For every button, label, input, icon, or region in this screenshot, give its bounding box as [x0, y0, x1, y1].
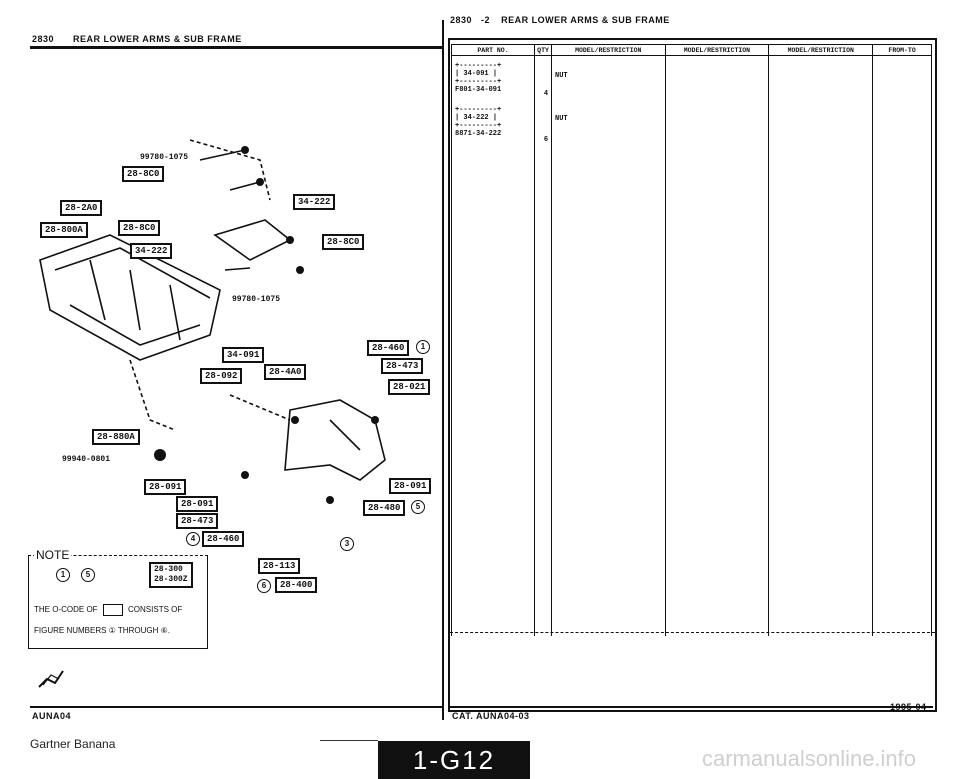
qty: 6 [543, 136, 549, 144]
col-from-to: FROM-TO [872, 44, 932, 56]
diagram-label: 99940-0801 [62, 455, 111, 464]
part-ref-box: 28-4A0 [264, 364, 307, 380]
table-header-row: PART NO. QTY MODEL/RESTRICTION MODEL/RES… [450, 44, 932, 56]
right-header-sheet: -2 [481, 15, 491, 25]
col-model-3: MODEL/RESTRICTION [768, 44, 874, 56]
watermark: carmanualsonline.info [702, 746, 917, 771]
part-ref-box: 28-460 [367, 340, 410, 356]
note-box: NOTE 1 5 28-300 28-300Z THE O-CODE OF CO… [28, 548, 208, 649]
col-qty: QTY [534, 44, 553, 56]
note-mini-box [102, 604, 123, 616]
ref-code: 34-091 [463, 70, 489, 78]
left-header-code: 2830 [32, 34, 55, 44]
issue-date: 1995-04 [890, 702, 927, 712]
part-ref-box: 34-091 [222, 347, 265, 363]
right-header-code: 2830 [450, 15, 473, 25]
col-part-no: PART NO. [450, 44, 536, 56]
footer-rule-left [30, 706, 442, 708]
part-ref-box: 34-222 [293, 194, 336, 210]
note-text-line1: THE O-CODE OF CONSISTS OF [34, 604, 182, 616]
diagram-label: 99780-1075 [140, 153, 189, 162]
circled-number: 1 [416, 340, 430, 354]
pencil-mark-icon [38, 670, 64, 688]
exploded-diagram [39, 139, 386, 504]
footer-rule-right [448, 706, 933, 708]
description: NUT [555, 72, 568, 80]
part-ref-box: 28-480 [363, 500, 406, 516]
table-row: +---------+ | 34-091 | +---------+ F801-… [450, 55, 932, 636]
circled-number: 3 [340, 537, 354, 551]
parts-table-frame: PART NO. QTY MODEL/RESTRICTION MODEL/RES… [448, 38, 937, 712]
col-model-2: MODEL/RESTRICTION [664, 44, 770, 56]
part-ref-box: 28-021 [388, 379, 431, 395]
part-ref-box: 28-092 [200, 368, 243, 384]
diagram-label: 99780-1075 [232, 295, 281, 304]
catalog-code: CAT. AUNA04-03 [452, 711, 530, 721]
part-ref-box: 28-473 [176, 513, 219, 529]
note-text-line2: FIGURE NUMBERS ① THROUGH ⑥. [34, 626, 170, 635]
description: NUT [555, 115, 568, 123]
ref-code: 34-222 [463, 114, 489, 122]
note-title: NOTE [34, 548, 72, 562]
part-ref-box: 28-2A0 [60, 200, 103, 216]
circled-number: 1 [56, 568, 70, 582]
part-ref-box: 28-091 [389, 478, 432, 494]
part-ref-box: 28-460 [202, 531, 245, 547]
note-code: 28-300 [154, 565, 183, 574]
note-text-b: CONSISTS OF [128, 605, 183, 615]
part-ref-box: 34-222 [130, 243, 173, 259]
circled-number: 6 [257, 579, 271, 593]
company-name: Gartner Banana [30, 737, 116, 751]
left-header-rule [30, 46, 442, 49]
part-number: F801-34-091 [455, 86, 502, 94]
circled-number: 5 [81, 568, 95, 582]
table-bottom-rule [450, 632, 935, 633]
part-ref-box: 28-8C0 [122, 166, 165, 182]
left-footer-code: AUNA04 [32, 711, 72, 721]
left-header: 2830 REAR LOWER ARMS & SUB FRAME [32, 34, 432, 44]
right-header: 2830 -2 REAR LOWER ARMS & SUB FRAME [450, 15, 670, 25]
part-ref-box: 28-091 [176, 496, 219, 512]
part-ref-box: 28-113 [258, 558, 301, 574]
part-ref-box: 28-8C0 [118, 220, 161, 236]
part-ref-box: 28-473 [381, 358, 424, 374]
left-header-title: REAR LOWER ARMS & SUB FRAME [73, 34, 242, 44]
footer-thin-line [320, 740, 378, 741]
note-text-a: THE O-CODE OF [34, 605, 98, 615]
part-ref-box: 28-880A [92, 429, 140, 445]
circled-number: 4 [186, 532, 200, 546]
parts-table: PART NO. QTY MODEL/RESTRICTION MODEL/RES… [450, 44, 932, 636]
right-header-title: REAR LOWER ARMS & SUB FRAME [501, 15, 670, 25]
col-model-1: MODEL/RESTRICTION [551, 44, 666, 56]
note-code: 28-300Z [154, 575, 188, 584]
page-number: 1-G12 [412, 745, 496, 775]
page-divider [442, 20, 444, 720]
part-ref-box: 28-8C0 [322, 234, 365, 250]
circled-number: 5 [411, 500, 425, 514]
note-code-box: 28-300 28-300Z [149, 562, 193, 588]
part-number: 8871-34-222 [455, 130, 502, 138]
part-ref-box: 28-400 [275, 577, 318, 593]
qty: 4 [543, 90, 549, 98]
page-number-tab: 1-G12 [378, 741, 530, 779]
part-ref-box: 28-800A [40, 222, 88, 238]
part-ref-box: 28-091 [144, 479, 187, 495]
